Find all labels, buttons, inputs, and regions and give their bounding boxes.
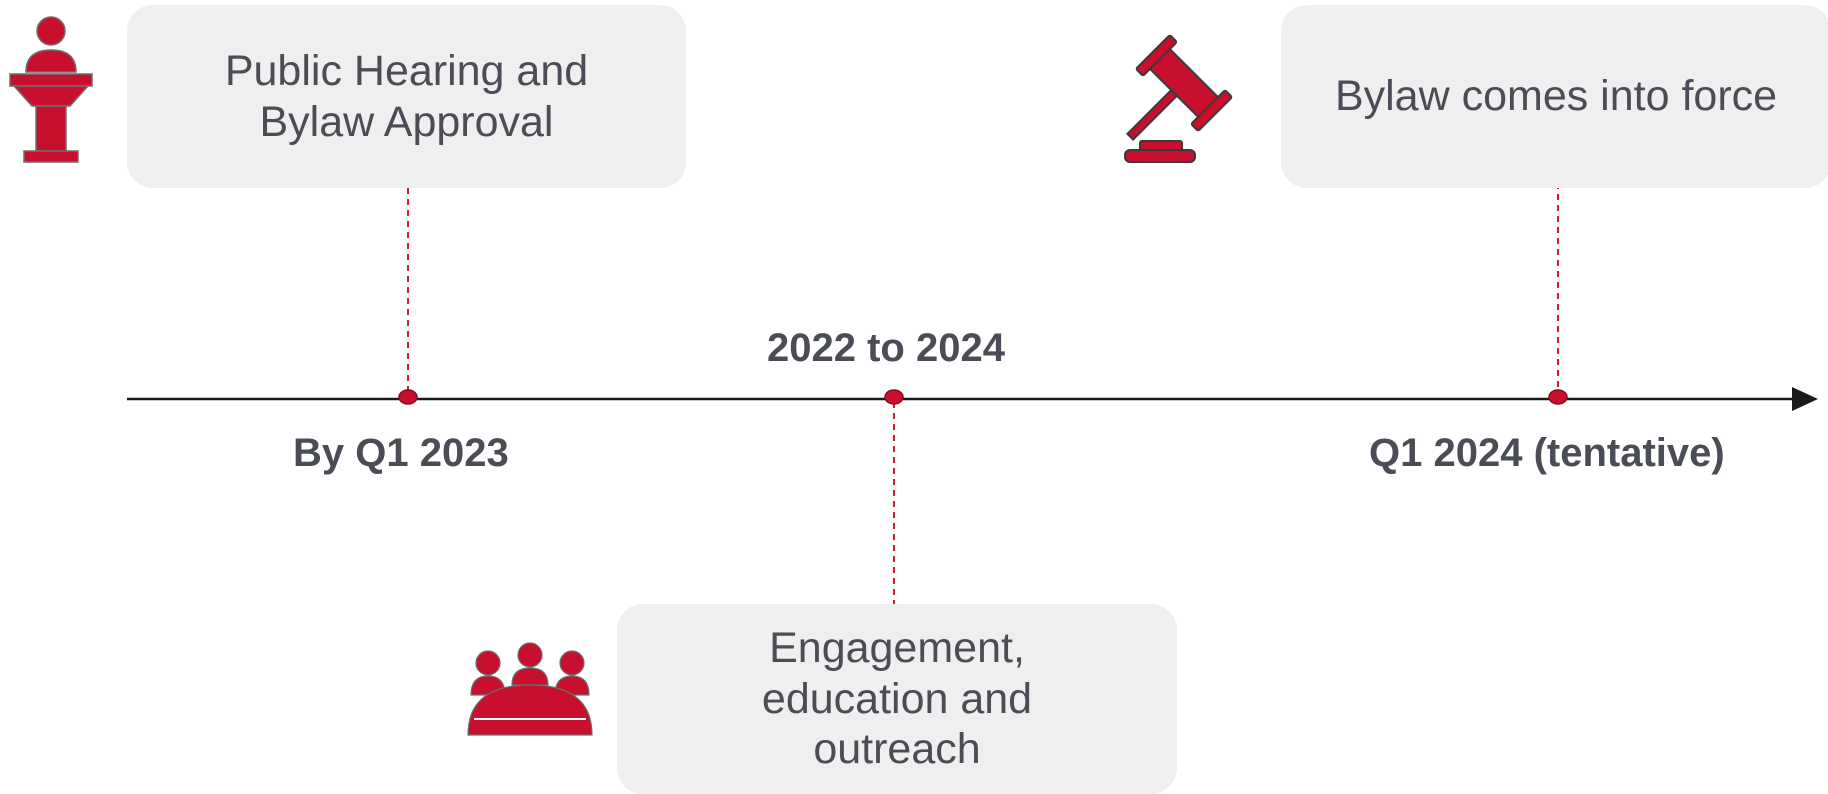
milestone-text-engage: Engagement, education and outreach xyxy=(761,623,1033,774)
gavel-icon xyxy=(1124,34,1233,163)
timeline-arrowhead xyxy=(1792,387,1818,411)
marker-force xyxy=(1548,389,1568,405)
podium-speaker-icon xyxy=(9,16,93,163)
audience-group-icon xyxy=(467,642,593,736)
milestone-box-engage: Engagement, education and outreach xyxy=(617,604,1177,794)
date-label-hearing: By Q1 2023 xyxy=(293,431,509,475)
milestone-box-force: Bylaw comes into force xyxy=(1281,5,1828,188)
date-label-engage: 2022 to 2024 xyxy=(767,326,1005,370)
milestone-text-hearing: Public Hearing and Bylaw Approval xyxy=(224,46,589,146)
marker-engage xyxy=(884,389,904,405)
date-label-force: Q1 2024 (tentative) xyxy=(1369,431,1725,475)
marker-hearing xyxy=(398,389,418,405)
milestone-box-hearing: Public Hearing and Bylaw Approval xyxy=(127,5,686,188)
milestone-text-force: Bylaw comes into force xyxy=(1334,72,1778,121)
